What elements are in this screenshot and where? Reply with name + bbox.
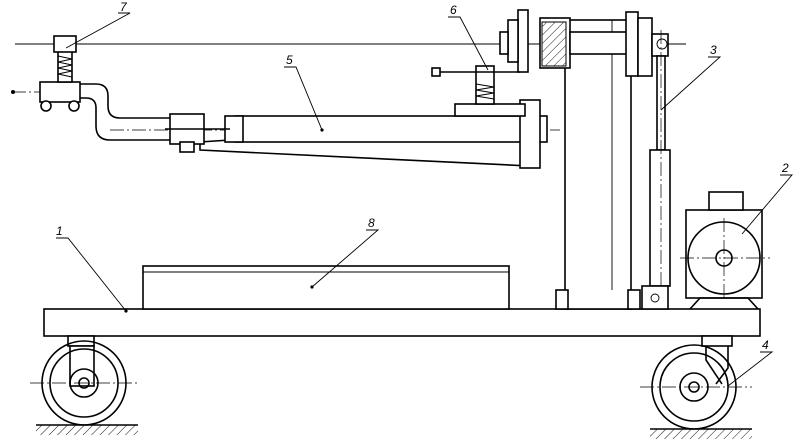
leader-5 xyxy=(284,66,323,131)
leader-1-dot xyxy=(124,309,128,313)
tool-knob xyxy=(53,35,77,53)
block-part xyxy=(142,265,510,310)
right-caster-mount xyxy=(701,335,733,347)
arm-end-plate xyxy=(519,99,541,169)
callout-5: 5 xyxy=(286,53,293,67)
tool-wheel-right-icon xyxy=(68,100,80,112)
head-hatch xyxy=(541,21,567,67)
right-caster-fork xyxy=(705,346,729,385)
clamp-body xyxy=(475,65,495,105)
main-column xyxy=(564,19,632,310)
bracket-plate-1 xyxy=(625,11,639,77)
leader-5-dot xyxy=(320,128,324,132)
callout-3: 3 xyxy=(710,43,717,57)
left-caster-fork xyxy=(69,345,95,387)
column-foot-right xyxy=(627,289,641,310)
right-ground-hatch xyxy=(650,429,752,439)
head-shaft xyxy=(569,31,631,55)
tool-axis-dot-icon xyxy=(11,90,15,94)
callout-2: 2 xyxy=(781,161,789,175)
pulley-plate xyxy=(517,9,529,73)
cylinder-mount xyxy=(641,285,669,310)
callout-1: 1 xyxy=(56,224,63,238)
leader-6 xyxy=(448,16,489,71)
leader-7 xyxy=(65,12,131,49)
tool-spring xyxy=(57,55,73,78)
pulley-disc xyxy=(507,19,519,63)
clamp-spring xyxy=(475,83,495,100)
motor-terminal-box xyxy=(708,191,744,211)
tool-vertical-stem xyxy=(57,49,73,83)
cylinder-mount-pin-icon xyxy=(650,293,660,303)
bracket-plate-2 xyxy=(637,17,653,77)
callout-6: 6 xyxy=(450,3,457,17)
cylinder-body xyxy=(649,149,671,287)
arm-bent-tube xyxy=(78,83,176,141)
tool-wheel-left-icon xyxy=(40,100,52,112)
callout-8: 8 xyxy=(368,216,375,230)
base-frame xyxy=(43,308,761,337)
callout-4: 4 xyxy=(762,338,769,352)
callout-7: 7 xyxy=(120,0,128,14)
pulley-hub xyxy=(499,31,509,55)
left-ground-hatch xyxy=(36,425,138,435)
tool-head-body xyxy=(39,81,81,103)
leader-1 xyxy=(56,237,127,312)
clamp-screw-handle xyxy=(431,67,441,77)
clamp-base-block xyxy=(454,103,526,117)
arm-main-tube xyxy=(234,115,548,143)
motor-feet xyxy=(689,297,759,310)
column-foot-left xyxy=(555,289,569,310)
leader-3 xyxy=(660,56,722,111)
leader-2 xyxy=(741,174,793,235)
leader-8-dot xyxy=(310,285,314,289)
pivot-pin-icon xyxy=(656,38,668,50)
leader-8 xyxy=(311,229,380,288)
leader-4 xyxy=(727,351,774,387)
arm-clamp-nut xyxy=(179,141,195,153)
bracket-pivot xyxy=(651,33,669,57)
